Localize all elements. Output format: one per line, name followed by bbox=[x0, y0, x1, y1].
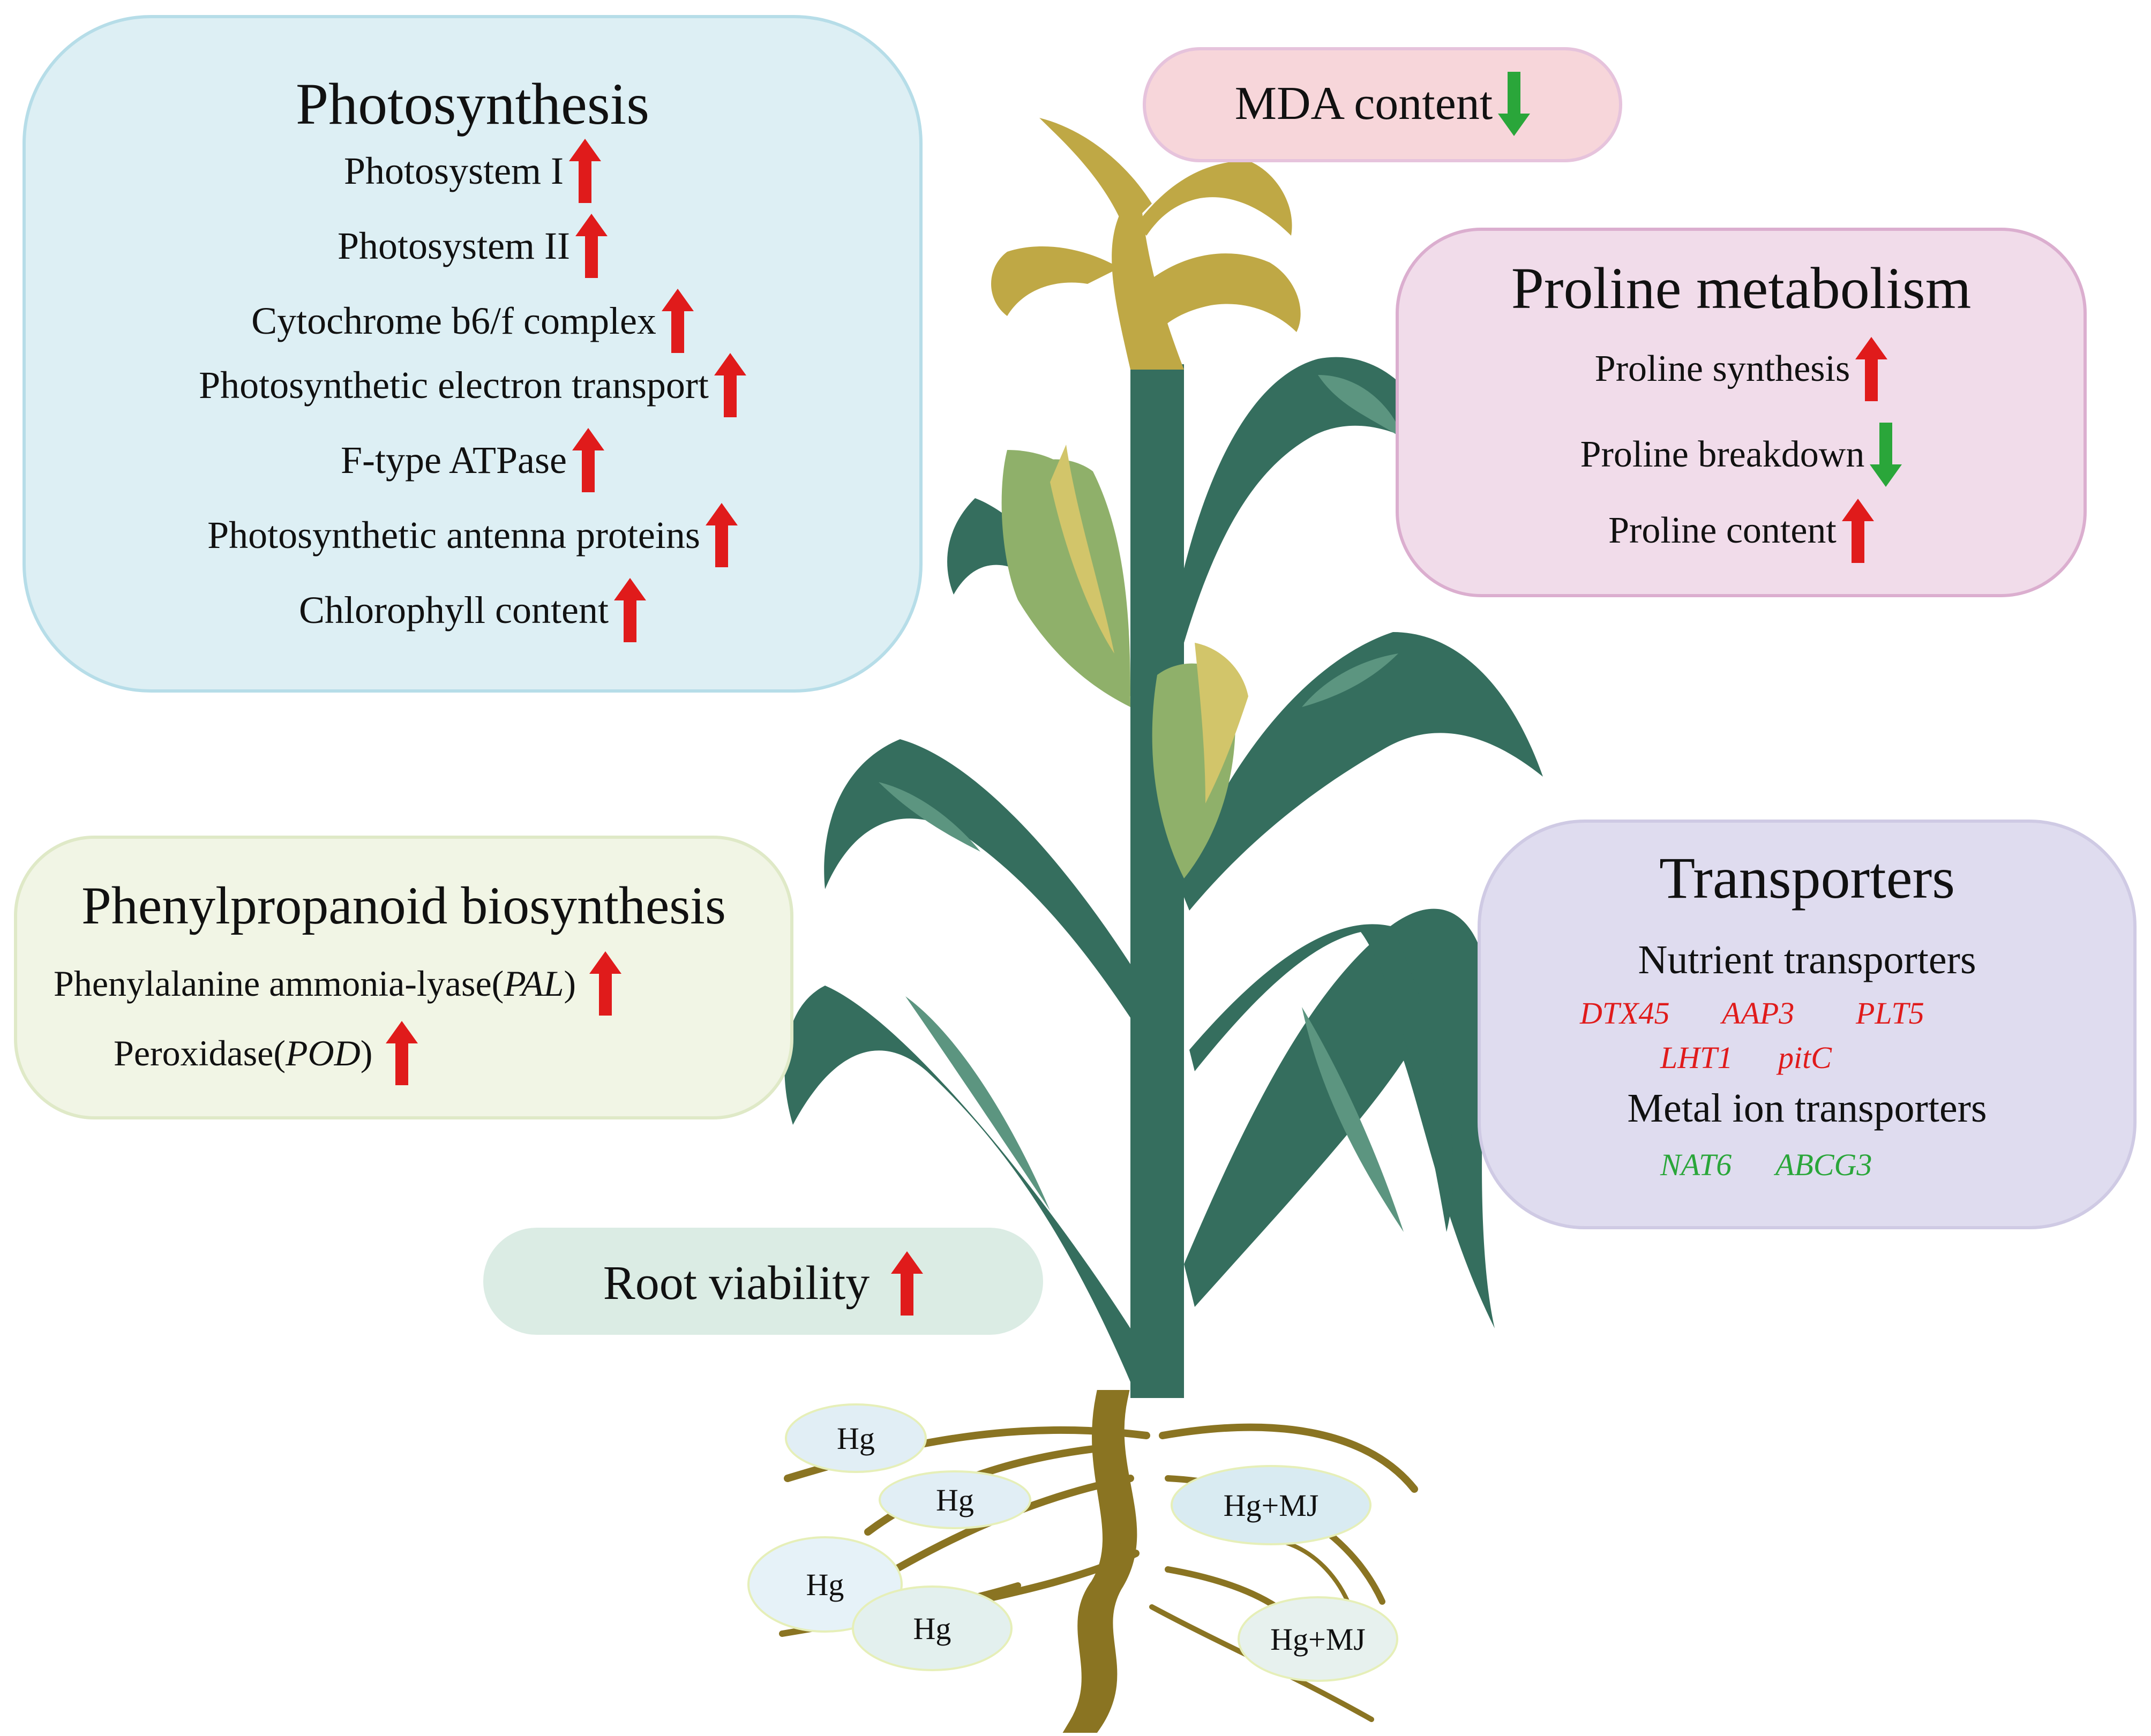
item-label: Peroxidase( bbox=[114, 1033, 286, 1073]
hg-mj-ellipse: Hg+MJ bbox=[1171, 1465, 1371, 1545]
item-label: Photosystem I bbox=[343, 149, 564, 192]
up-arrow-icon bbox=[705, 503, 738, 567]
list-item: Photosystem II bbox=[26, 214, 919, 278]
down-arrow-icon bbox=[1498, 72, 1531, 136]
leaf bbox=[1173, 357, 1441, 643]
up-arrow-icon bbox=[714, 353, 746, 417]
item-label: F-type ATPase bbox=[341, 439, 567, 482]
corn-ears bbox=[1001, 445, 1248, 878]
up-arrow-icon bbox=[575, 214, 608, 278]
item-label: Phenylalanine ammonia-lyase( bbox=[54, 963, 504, 1004]
mda-box: MDA content bbox=[1143, 47, 1622, 162]
tassel-blade bbox=[1152, 253, 1301, 332]
leaf bbox=[947, 498, 1125, 696]
tassel-blade bbox=[991, 246, 1120, 316]
list-item: Peroxidase(POD) bbox=[114, 1021, 418, 1085]
item-label: Photosystem II bbox=[337, 224, 570, 267]
closing-paren: ) bbox=[564, 963, 576, 1004]
hg-ellipse: Hg bbox=[879, 1470, 1031, 1529]
tassel-blade bbox=[1039, 118, 1152, 230]
leaves bbox=[784, 357, 1543, 1382]
ear-silk bbox=[1195, 643, 1248, 803]
up-arrow-icon bbox=[661, 289, 694, 353]
main-taproot bbox=[1062, 1390, 1137, 1733]
ear-husk bbox=[1001, 450, 1130, 707]
item-label: Proline breakdown bbox=[1580, 434, 1865, 475]
list-item: Photosynthetic electron transport bbox=[26, 353, 919, 417]
item-label: Cytochrome b6/f complex bbox=[251, 299, 656, 342]
gene-dtx45: DTX45 bbox=[1580, 996, 1670, 1031]
up-arrow-icon bbox=[589, 951, 622, 1016]
gene-abcg3: ABCG3 bbox=[1775, 1147, 1872, 1182]
nutrient-transporters-label: Nutrient transporters bbox=[1638, 937, 1976, 982]
hg-mj-ellipse: Hg+MJ bbox=[1238, 1596, 1398, 1682]
leaf-highlight bbox=[905, 996, 1050, 1211]
item-label: Photosynthetic electron transport bbox=[199, 364, 709, 407]
phenylpropanoid-title: Phenylpropanoid biosynthesis bbox=[81, 876, 726, 935]
mda-label: MDA content bbox=[1234, 78, 1493, 130]
leaf bbox=[824, 739, 1130, 1018]
root-viability-label: Root viability bbox=[603, 1257, 870, 1310]
leaf bbox=[784, 986, 1130, 1382]
phenylpropanoid-box: Phenylpropanoid biosynthesis Phenylalani… bbox=[14, 836, 793, 1119]
tassel-blade bbox=[1136, 161, 1292, 236]
list-item: Photosystem I bbox=[26, 139, 919, 203]
root-viability-box: Root viability bbox=[483, 1228, 1043, 1335]
up-arrow-icon bbox=[1841, 499, 1874, 563]
transporters-box: Transporters Nutrient transporters DTX45… bbox=[1478, 820, 2137, 1229]
list-item: Chlorophyll content bbox=[26, 578, 919, 642]
enzyme-abbreviation: POD bbox=[286, 1033, 361, 1073]
up-arrow-icon bbox=[891, 1251, 924, 1316]
leaf bbox=[1179, 632, 1543, 911]
photosynthesis-title: Photosynthesis bbox=[295, 71, 650, 137]
item-label: Chlorophyll content bbox=[299, 589, 609, 632]
gene-lht1: LHT1 bbox=[1660, 1040, 1733, 1075]
gene-nat6: NAT6 bbox=[1660, 1147, 1732, 1182]
up-arrow-icon bbox=[613, 578, 646, 642]
photosynthesis-box: Photosynthesis Photosystem I Photosystem … bbox=[23, 15, 923, 693]
main-stem bbox=[1130, 364, 1184, 1398]
list-item: F-type ATPase bbox=[26, 428, 919, 492]
root-line bbox=[1284, 1540, 1352, 1609]
stem bbox=[1130, 364, 1184, 1398]
up-arrow-icon bbox=[386, 1021, 418, 1085]
gene-plt5: PLT5 bbox=[1856, 996, 1924, 1031]
item-label: Photosynthetic antenna proteins bbox=[207, 514, 700, 557]
hg-ellipse: Hg bbox=[785, 1403, 927, 1473]
list-item: Proline breakdown bbox=[1399, 423, 2083, 487]
ear-silk bbox=[1050, 445, 1114, 653]
enzyme-abbreviation: PAL bbox=[504, 963, 564, 1004]
leaf bbox=[1189, 924, 1453, 1232]
list-item: Proline synthesis bbox=[1399, 337, 2083, 401]
proline-title: Proline metabolism bbox=[1511, 255, 1972, 321]
list-item: Cytochrome b6/f complex bbox=[26, 289, 919, 353]
item-label: Proline synthesis bbox=[1594, 348, 1850, 389]
closing-paren: ) bbox=[360, 1033, 373, 1073]
up-arrow-icon bbox=[572, 428, 604, 492]
metal-ion-transporters-label: Metal ion transporters bbox=[1627, 1086, 1987, 1131]
up-arrow-icon bbox=[569, 139, 602, 203]
list-item: Photosynthetic antenna proteins bbox=[26, 503, 919, 567]
leaf-highlight bbox=[1302, 653, 1398, 707]
list-item: Proline content bbox=[1399, 499, 2083, 563]
tassel bbox=[991, 118, 1301, 370]
leaf-highlight bbox=[1318, 375, 1404, 439]
leaf-highlight bbox=[879, 782, 980, 852]
root-viability-row: Root viability bbox=[486, 1251, 1040, 1316]
down-arrow-icon bbox=[1870, 423, 1902, 487]
root-line bbox=[1159, 1423, 1418, 1493]
list-item: Phenylalanine ammonia-lyase(PAL) bbox=[54, 951, 622, 1016]
leaf-highlight bbox=[1302, 1007, 1404, 1232]
up-arrow-icon bbox=[1855, 337, 1888, 401]
tassel-base bbox=[1112, 204, 1184, 370]
item-label: Proline content bbox=[1608, 510, 1837, 551]
hg-ellipse: Hg bbox=[852, 1585, 1013, 1671]
mda-row: MDA content bbox=[1146, 72, 1619, 136]
gene-aap3: AAP3 bbox=[1722, 996, 1795, 1031]
gene-pitc: pitC bbox=[1778, 1040, 1832, 1075]
transporters-title: Transporters bbox=[1659, 845, 1955, 911]
